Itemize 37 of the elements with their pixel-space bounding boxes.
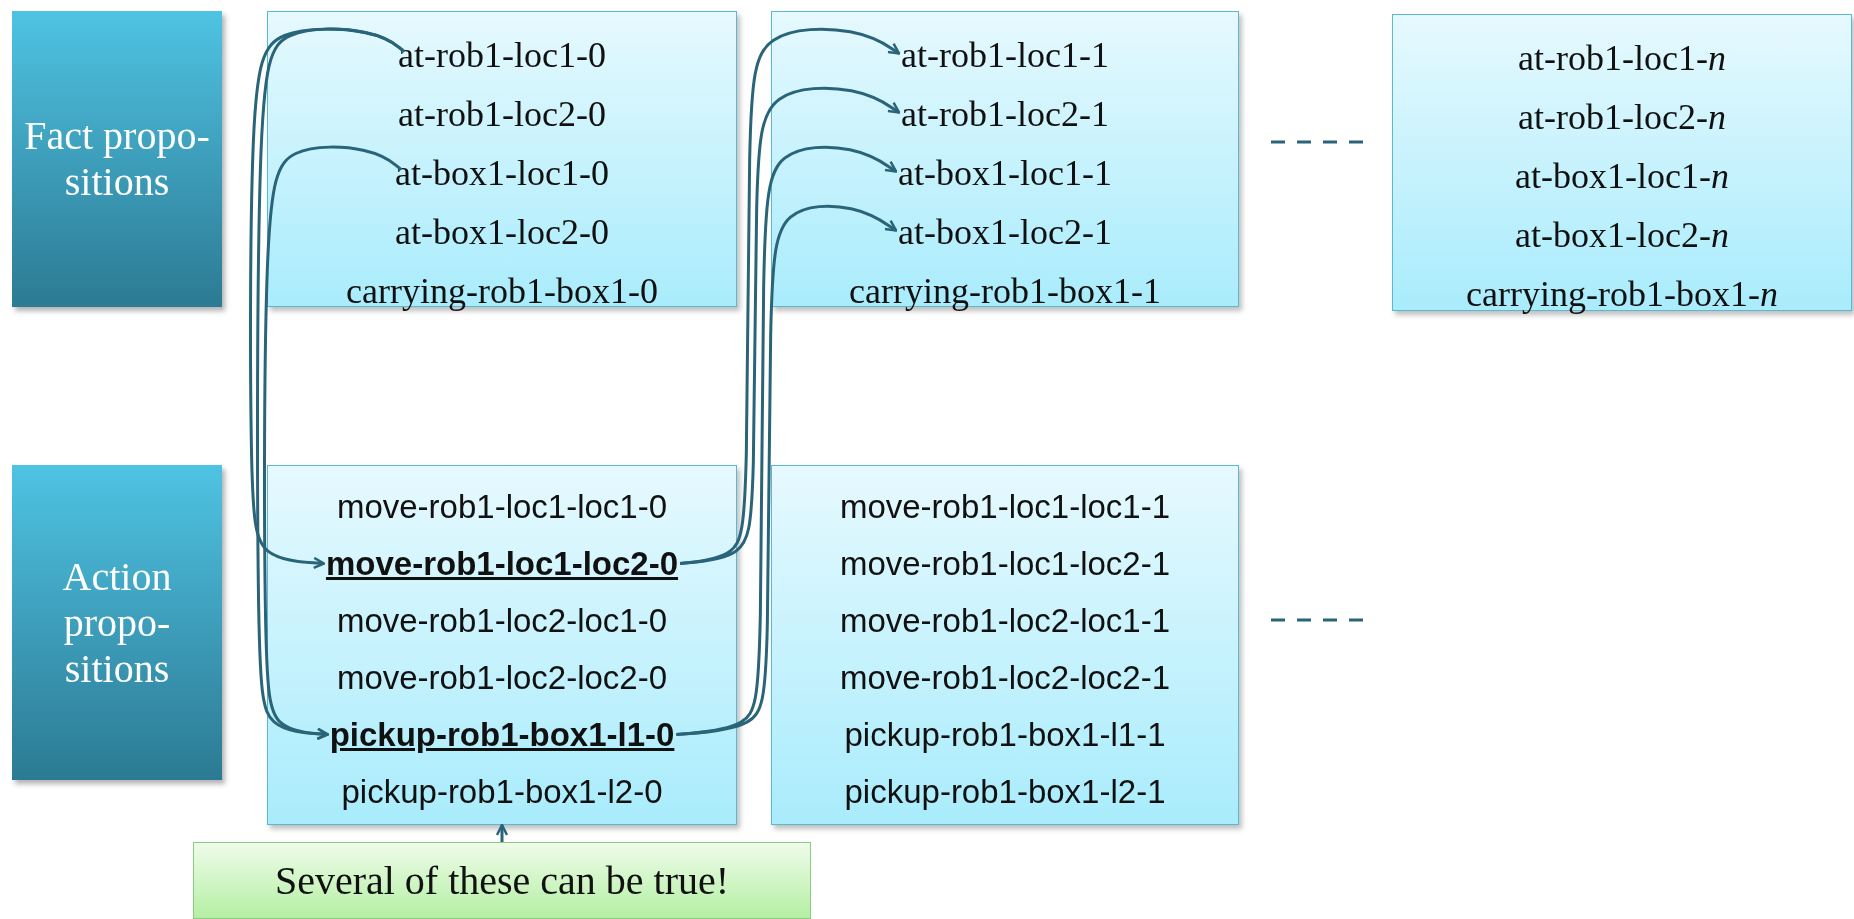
proposition-text: pickup-rob1-box1-l2-1 (844, 763, 1166, 820)
proposition-text: pickup-rob1-box1-l1-1 (844, 706, 1166, 763)
proposition-text: at-rob1-loc1-1 (901, 26, 1109, 85)
callout-box (193, 842, 811, 919)
proposition-text: move-rob1-loc1-loc1-0 (336, 478, 668, 535)
row-label-box (12, 11, 222, 307)
proposition-text: at-box1-loc1-n (1515, 147, 1729, 206)
proposition-text: at-box1-loc2-1 (898, 203, 1112, 262)
proposition-text: move-rob1-loc1-loc2-0 (325, 535, 679, 592)
proposition-text: move-rob1-loc1-loc2-1 (839, 535, 1171, 592)
label-text: Fact propo-sitions (23, 113, 211, 205)
proposition-text: move-rob1-loc1-loc1-1 (839, 478, 1171, 535)
proposition-text: at-rob1-loc2-0 (398, 85, 606, 144)
proposition-text: carrying-rob1-box1-1 (849, 262, 1161, 321)
proposition-panel (267, 465, 737, 825)
proposition-text: at-rob1-loc1-0 (398, 26, 606, 85)
proposition-text: pickup-rob1-box1-l2-0 (341, 763, 663, 820)
arrow (263, 145, 402, 740)
label-text: Action propo-sitions (61, 553, 173, 692)
proposition-text: move-rob1-loc2-loc2-1 (839, 649, 1171, 706)
proposition-text: carrying-rob1-box1-0 (346, 262, 658, 321)
proposition-text: carrying-rob1-box1-n (1466, 265, 1778, 324)
proposition-text: at-rob1-loc2-n (1518, 88, 1726, 147)
proposition-text: at-box1-loc2-n (1515, 206, 1729, 265)
row-label-box (12, 465, 222, 780)
proposition-text: at-box1-loc2-0 (395, 203, 609, 262)
proposition-text: at-box1-loc1-0 (395, 144, 609, 203)
proposition-text: at-rob1-loc2-1 (901, 85, 1109, 144)
proposition-text: move-rob1-loc2-loc1-1 (839, 592, 1171, 649)
proposition-text: at-box1-loc1-1 (898, 144, 1112, 203)
proposition-text: move-rob1-loc2-loc1-0 (336, 592, 668, 649)
arrow (495, 823, 509, 842)
label-text: Several of these can be true! (274, 857, 730, 904)
proposition-text: at-rob1-loc1-n (1518, 29, 1726, 88)
proposition-text: move-rob1-loc2-loc2-0 (336, 649, 668, 706)
proposition-text: pickup-rob1-box1-l1-0 (329, 706, 675, 763)
proposition-panel (771, 465, 1239, 825)
